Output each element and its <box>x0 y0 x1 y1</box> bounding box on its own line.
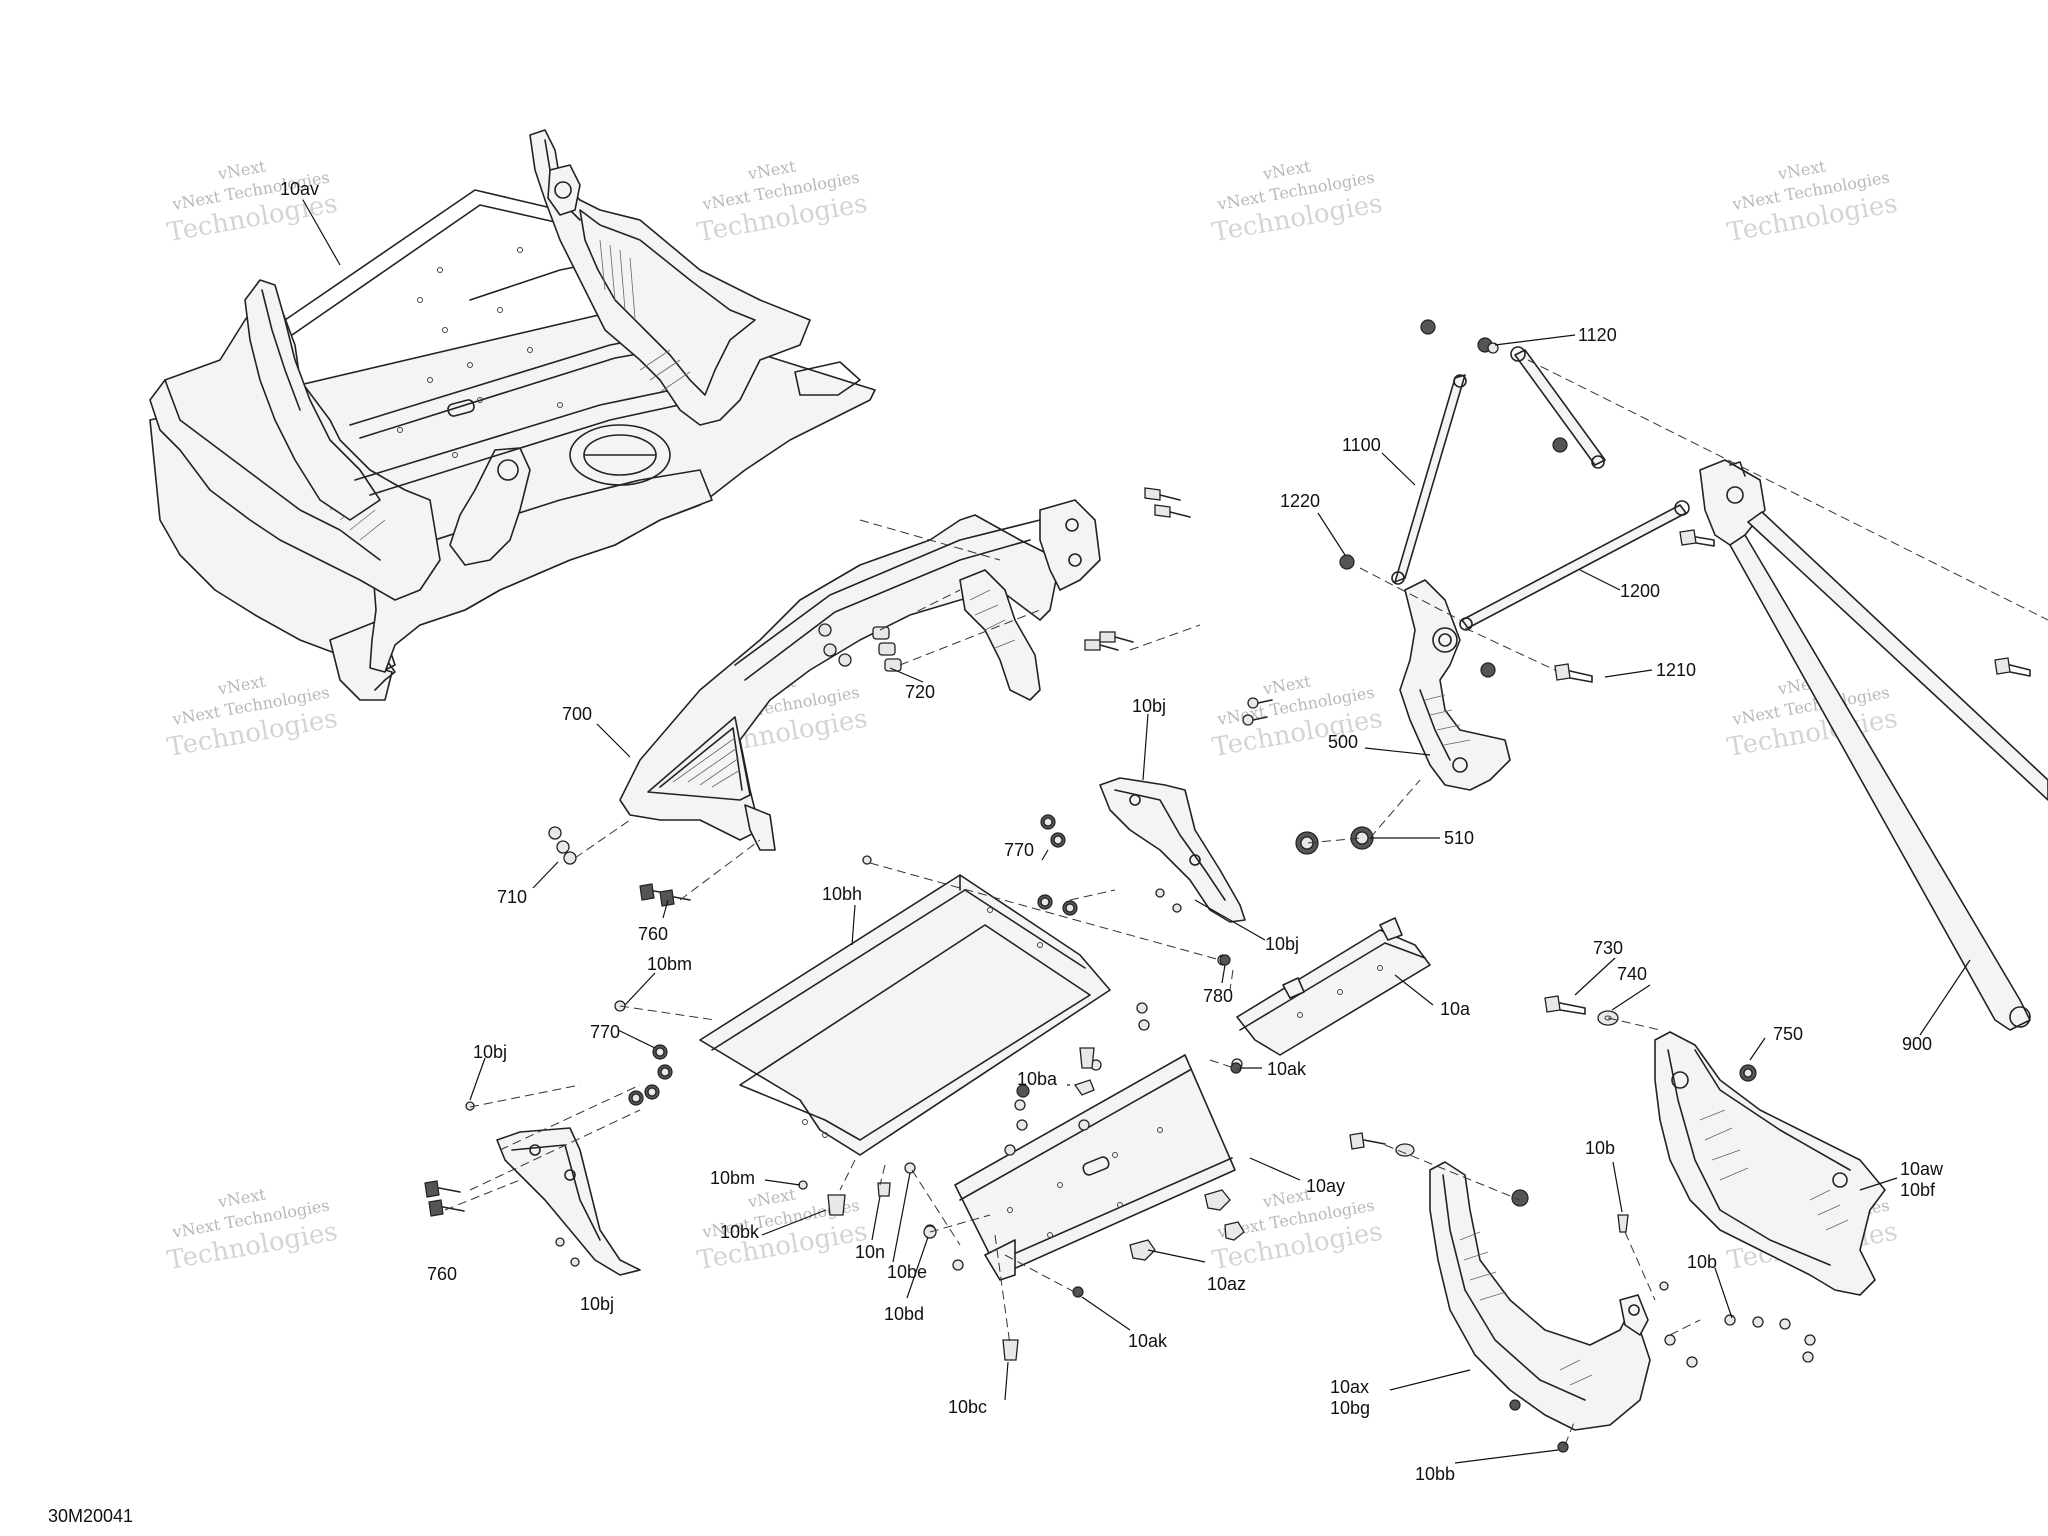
nut-750[interactable] <box>1739 1064 1757 1082</box>
hoop-10aw-10bf[interactable] <box>1654 1031 1886 1296</box>
callout-10bm-bot: 10bm <box>710 1168 755 1188</box>
fasteners-770-right[interactable] <box>1037 814 1078 916</box>
callout-710: 710 <box>497 887 527 907</box>
callout-10ak-top: 10ak <box>1267 1059 1307 1079</box>
callout-10bd: 10bd <box>884 1304 924 1324</box>
callout-760-top: 760 <box>638 924 668 944</box>
callout-10bj-left: 10bj <box>473 1042 507 1062</box>
watermark-3: vNext vNext Technologies Technologies <box>1210 156 1385 248</box>
nut-1220[interactable] <box>1339 554 1355 570</box>
bolts-760-bot[interactable] <box>424 1180 465 1217</box>
rivet-10n[interactable] <box>877 1182 891 1197</box>
bracket-10bj-left[interactable] <box>496 1127 641 1276</box>
callout-740: 740 <box>1617 964 1647 984</box>
frame-holes <box>397 247 563 458</box>
strut-1100[interactable] <box>1391 374 1467 585</box>
strut-1200[interactable] <box>1459 500 1690 631</box>
nuts-510[interactable] <box>1295 826 1374 855</box>
callout-10bj-top: 10bj <box>1132 696 1166 716</box>
bolt-730[interactable] <box>1544 995 1586 1015</box>
bolt-900[interactable] <box>1994 657 2031 677</box>
cross-support-700[interactable] <box>619 499 1101 851</box>
callout-1200: 1200 <box>1620 581 1660 601</box>
document-id: 30M20041 <box>48 1506 133 1526</box>
callout-780: 780 <box>1203 986 1233 1006</box>
callout-10bj-bot: 10bj <box>580 1294 614 1314</box>
bolts-700-top[interactable] <box>1084 487 1191 651</box>
strut-1120[interactable] <box>1510 346 1606 469</box>
screw-780[interactable] <box>1219 954 1231 966</box>
callout-10bb: 10bb <box>1415 1464 1455 1484</box>
callout-10ba: 10ba <box>1017 1069 1058 1089</box>
fasteners-700 <box>818 623 852 667</box>
callout-10n: 10n <box>855 1242 885 1262</box>
callout-10bh: 10bh <box>822 884 862 904</box>
callout-760-bot: 760 <box>427 1264 457 1284</box>
callout-720: 720 <box>905 682 935 702</box>
panel-10bh[interactable] <box>699 874 1111 1156</box>
assembly-lines <box>444 359 2048 1446</box>
callout-10b-bot: 10b <box>1687 1252 1717 1272</box>
rivets-10bk[interactable] <box>798 1180 846 1216</box>
panel-10ay[interactable] <box>954 1054 1236 1281</box>
bracket-10bj-right[interactable] <box>1099 777 1246 923</box>
screw-10ak-top[interactable] <box>1230 1062 1242 1074</box>
bracket-500[interactable] <box>1399 579 1511 791</box>
callout-750: 750 <box>1773 1024 1803 1044</box>
frame-assembly-10av[interactable] <box>149 129 876 701</box>
callout-770-right: 770 <box>1004 840 1034 860</box>
callout-10ak-bot: 10ak <box>1128 1331 1168 1351</box>
bolts-710[interactable] <box>548 826 577 865</box>
callout-10bc: 10bc <box>948 1397 987 1417</box>
callout-500: 500 <box>1328 732 1358 752</box>
rail-10a[interactable] <box>1236 917 1431 1056</box>
watermark-9: vNext vNext Technologies Technologies <box>165 1184 340 1276</box>
callout-10bm-top: 10bm <box>647 954 692 974</box>
watermark-5: vNext vNext Technologies Technologies <box>165 671 340 763</box>
bolt-1200-end[interactable] <box>1679 529 1715 547</box>
callout-1120: 1120 <box>1578 325 1617 345</box>
hoop-10ax-10bg[interactable] <box>1429 1161 1651 1431</box>
callout-labels: 10av 1120 1100 1220 1200 1210 500 510 70… <box>280 179 1944 1484</box>
callout-1100: 1100 <box>1342 435 1381 455</box>
callout-10ay: 10ay <box>1306 1176 1345 1196</box>
bolts-760-top[interactable] <box>639 883 691 907</box>
callout-730: 730 <box>1593 938 1623 958</box>
rivet-10bc[interactable] <box>1002 1339 1019 1361</box>
callout-10bk: 10bk <box>720 1222 760 1242</box>
callout-10az: 10az <box>1207 1274 1246 1294</box>
nut-1120[interactable] <box>1420 319 1568 453</box>
callout-10be: 10be <box>887 1262 927 1282</box>
callout-10aw: 10aw <box>1900 1159 1944 1179</box>
callout-10bg: 10bg <box>1330 1398 1370 1418</box>
callout-10a: 10a <box>1440 999 1471 1019</box>
callout-10ax: 10ax <box>1330 1377 1369 1397</box>
screw-10ak-bot[interactable] <box>1072 1286 1084 1298</box>
callout-10b-top: 10b <box>1585 1138 1615 1158</box>
rivets-10ay[interactable] <box>924 1019 1245 1271</box>
callout-900: 900 <box>1902 1034 1932 1054</box>
bushings-720[interactable] <box>872 626 902 672</box>
callout-510: 510 <box>1444 828 1474 848</box>
screws-10bj-right[interactable] <box>1155 697 1273 913</box>
bolt-1210[interactable] <box>1480 662 1593 683</box>
callout-10bj-mid: 10bj <box>1265 934 1299 954</box>
callout-1210: 1210 <box>1656 660 1696 680</box>
watermark-2: vNext vNext Technologies Technologies <box>695 156 870 248</box>
callout-10bf: 10bf <box>1900 1180 1936 1200</box>
watermark-layer: vNext vNext Technologies Technologies vN… <box>165 156 1900 1276</box>
rivets-10ba[interactable] <box>1014 1047 1095 1111</box>
callout-770-left: 770 <box>590 1022 620 1042</box>
leader-lines <box>302 199 1971 1464</box>
callout-700: 700 <box>562 704 592 724</box>
watermark-4: vNext vNext Technologies Technologies <box>1725 156 1900 248</box>
support-arm-900[interactable] <box>1699 459 2048 1031</box>
callout-10av: 10av <box>280 179 319 199</box>
screws-10bj-left[interactable] <box>465 1101 580 1267</box>
callout-1220: 1220 <box>1280 491 1320 511</box>
watermark-10: vNext vNext Technologies Technologies <box>695 1184 870 1276</box>
fasteners-770-left[interactable] <box>628 1044 673 1106</box>
